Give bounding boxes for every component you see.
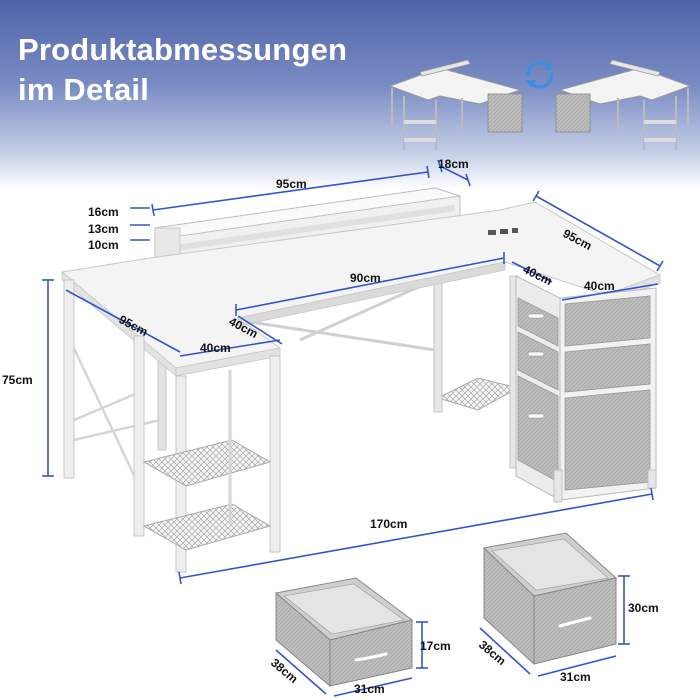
drawer-small-height-label: 17cm — [420, 639, 451, 653]
hutch-height-1-label: 16cm — [88, 205, 119, 219]
hutch-width-label: 95cm — [276, 177, 307, 191]
hutch-height-3-label: 10cm — [88, 238, 119, 252]
left-inner-width-label: 40cm — [200, 341, 231, 355]
drawer-small-depth-label: 38cm — [268, 656, 301, 686]
height-label: 75cm — [2, 373, 33, 387]
hutch-height-2-label: 13cm — [88, 222, 119, 236]
thumbnail-left-orientation — [388, 59, 523, 150]
drawer-large — [482, 532, 618, 666]
right-width-label: 40cm — [584, 279, 615, 293]
drawer-large-depth-label: 38cm — [476, 638, 509, 668]
title-line-2: im Detail — [18, 72, 150, 107]
swap-arrows-icon — [526, 61, 554, 89]
desk — [60, 187, 662, 573]
thumbnail-right-orientation — [555, 59, 692, 150]
drawer-large-height-label: 30cm — [628, 601, 659, 615]
drawer-large-width-label: 31cm — [560, 670, 591, 684]
title-line-1: Produktabmessungen — [18, 32, 348, 67]
total-length-label: 170cm — [370, 517, 407, 531]
drawer-small — [274, 577, 414, 688]
drawer-small-width-label: 31cm — [354, 682, 385, 696]
dimension-lines — [42, 159, 664, 697]
hutch-depth-label: 18cm — [438, 157, 469, 171]
middle-length-label: 90cm — [350, 271, 381, 285]
